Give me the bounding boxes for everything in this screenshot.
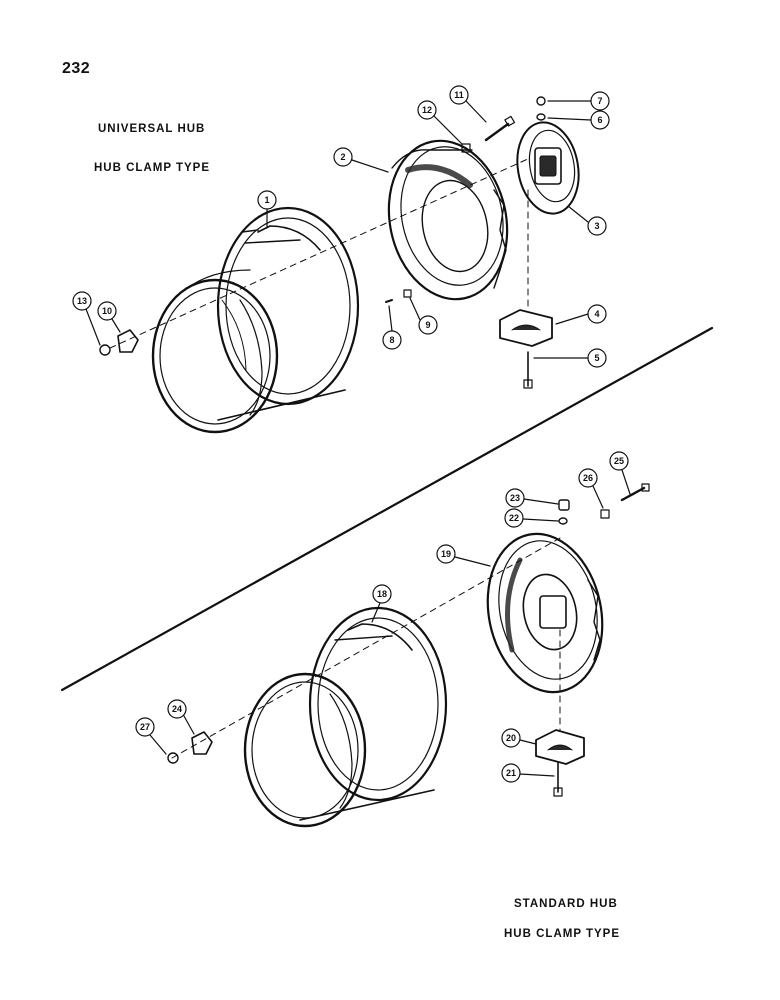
svg-text:7: 7	[597, 96, 602, 106]
callout-10: 10	[97, 301, 121, 333]
svg-text:21: 21	[506, 768, 516, 778]
svg-text:1: 1	[264, 195, 269, 205]
hub-upper	[516, 121, 580, 215]
center-disc-upper	[387, 139, 509, 301]
svg-text:8: 8	[389, 335, 394, 345]
svg-text:13: 13	[77, 296, 87, 306]
svg-text:24: 24	[172, 704, 182, 714]
callout-9: 9	[409, 297, 438, 335]
callout-group: 1 2 3 4 5 6 7 8 9 10 11 12 13 18 19 20 2…	[72, 85, 631, 783]
svg-text:20: 20	[506, 733, 516, 743]
callout-27: 27	[135, 717, 167, 755]
svg-text:23: 23	[510, 493, 520, 503]
svg-text:10: 10	[102, 306, 112, 316]
svg-text:9: 9	[425, 320, 430, 330]
hub-clamp-upper	[499, 309, 553, 347]
callout-26: 26	[578, 468, 604, 509]
upper-title: UNIVERSAL HUB	[98, 123, 206, 135]
svg-text:6: 6	[597, 115, 602, 125]
callout-19: 19	[436, 544, 491, 567]
svg-text:5: 5	[594, 353, 599, 363]
assembly-axis-lower	[171, 537, 561, 759]
svg-text:18: 18	[377, 589, 387, 599]
page-number: 232	[62, 60, 91, 77]
callout-25: 25	[609, 451, 631, 495]
hub-clamp-lower	[535, 729, 585, 765]
svg-text:11: 11	[454, 90, 464, 100]
svg-text:22: 22	[509, 513, 519, 523]
upper-subtitle: HUB CLAMP TYPE	[94, 162, 211, 174]
svg-text:3: 3	[594, 221, 599, 231]
wheel-rim-upper	[151, 206, 360, 434]
callout-5: 5	[533, 348, 607, 368]
svg-text:12: 12	[422, 105, 432, 115]
svg-text:27: 27	[140, 722, 150, 732]
callout-2: 2	[333, 147, 389, 173]
svg-text:4: 4	[594, 309, 599, 319]
callout-13: 13	[72, 291, 101, 346]
svg-text:26: 26	[583, 473, 593, 483]
small-hardware-lower	[167, 483, 650, 797]
callout-8: 8	[382, 305, 402, 350]
section-divider	[60, 326, 714, 692]
lower-title: STANDARD HUB	[514, 898, 618, 910]
svg-text:2: 2	[340, 152, 345, 162]
svg-text:19: 19	[441, 549, 451, 559]
callout-22: 22	[504, 508, 559, 528]
wheel-rim-lower	[243, 606, 448, 828]
callout-11: 11	[449, 85, 487, 123]
small-hardware-upper	[99, 96, 546, 356]
callout-7: 7	[547, 91, 610, 111]
assembly-axis-upper	[109, 157, 531, 349]
callout-20: 20	[501, 728, 537, 748]
lower-subtitle: HUB CLAMP TYPE	[504, 928, 621, 940]
callout-12: 12	[417, 100, 463, 145]
callout-18: 18	[371, 584, 392, 623]
callout-23: 23	[505, 488, 559, 508]
callout-6: 6	[547, 110, 610, 130]
svg-text:25: 25	[614, 456, 624, 466]
bolt-5	[523, 351, 533, 389]
callout-1: 1	[257, 190, 277, 229]
callout-4: 4	[555, 304, 607, 325]
callout-21: 21	[501, 763, 555, 783]
center-disc-lower	[486, 532, 604, 694]
callout-3: 3	[567, 205, 607, 236]
callout-24: 24	[167, 699, 195, 735]
